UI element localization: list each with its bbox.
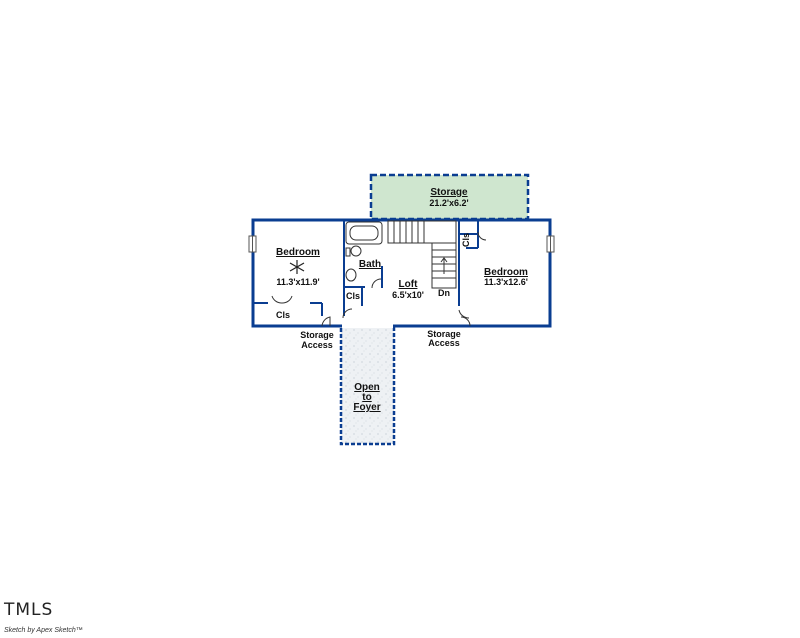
- door-swing-storage-right: [460, 316, 471, 327]
- bedroom-left-name: Bedroom: [276, 247, 320, 258]
- bedroom-right-name: Bedroom: [484, 267, 528, 278]
- door-swing-storage-left: [321, 316, 331, 327]
- cls-right-label: Cls: [461, 233, 471, 247]
- dn-label: Dn: [438, 288, 450, 298]
- door-swing-left-closet: [271, 295, 293, 304]
- loft-name: Loft: [399, 279, 419, 290]
- cls-left-label: Cls: [276, 310, 290, 320]
- main-outline: [251, 218, 552, 328]
- bedroom-right-dims: 11.3'x12.6': [484, 277, 528, 287]
- cls-center-label: Cls: [346, 291, 360, 301]
- door-swing-right-cls: [477, 231, 487, 241]
- storage-dims: 21.2'x6.2': [429, 198, 468, 208]
- ceiling-fan-icon: [289, 260, 305, 274]
- storage-name: Storage: [430, 187, 468, 198]
- stairs: [387, 220, 457, 289]
- open-foyer-line1: Open: [354, 382, 380, 393]
- storage-area: [369, 173, 530, 221]
- door-swing-right-bedroom: [458, 309, 470, 319]
- storage-access-right-line1: Storage: [427, 329, 461, 339]
- open-foyer-line2: to: [362, 392, 371, 403]
- loft-dims: 6.5'x10': [392, 290, 424, 300]
- storage-access-left-line2: Access: [301, 340, 333, 350]
- sketch-credit: Sketch by Apex Sketch™: [4, 627, 83, 634]
- bedroom-left-dims: 11.3'x11.9': [276, 277, 319, 287]
- door-swing-bath: [371, 278, 382, 289]
- bath-fixtures: [345, 221, 383, 282]
- bath-name: Bath: [359, 259, 381, 270]
- storage-access-right-line2: Access: [428, 338, 460, 348]
- tmls-logo: TMLS: [4, 600, 54, 620]
- open-to-foyer-area: [339, 324, 396, 446]
- storage-access-left-line1: Storage: [300, 330, 334, 340]
- door-swing-center-cls: [342, 308, 353, 319]
- open-foyer-line3: Foyer: [353, 402, 380, 413]
